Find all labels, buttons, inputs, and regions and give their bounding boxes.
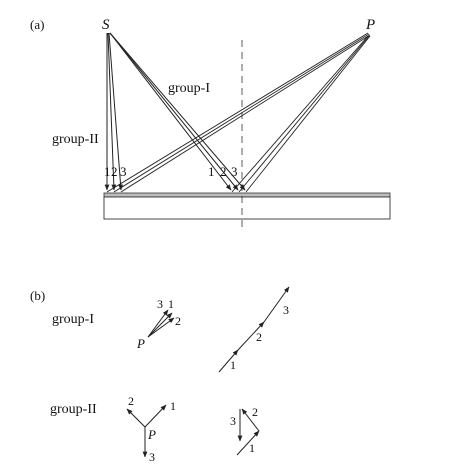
group-2-ray-number-1: 1 [104, 164, 111, 179]
group-1-fan-vector-1 [147, 312, 173, 338]
group-1-fan-vector-2 [147, 317, 175, 338]
group-2-scattered-ray-1 [106, 32, 369, 193]
group-2-ray-number-2: 2 [111, 164, 118, 179]
group-1-label-b: group-I [52, 312, 94, 327]
group-2-incident-ray-3 [108, 32, 123, 191]
group-2-ray-number-3: 3 [120, 164, 127, 179]
group-2-star-number-1: 1 [170, 399, 176, 413]
group-1-sum-number-1: 1 [230, 358, 236, 372]
panel-b-label: (b) [30, 288, 45, 303]
group-1-scattered-ray-2 [238, 35, 370, 193]
group-1-scattered-ray-3 [245, 35, 371, 193]
group-2-star-number-2: 2 [128, 394, 134, 408]
group-2-star-vector-2 [126, 408, 146, 428]
group-2-polygon-vector-2 [241, 408, 260, 432]
group-1-sum-vector-3 [263, 286, 290, 323]
group-1-incident-ray-1 [109, 32, 232, 191]
group-2-label-a: group-II [52, 132, 99, 147]
group-2-point-p: P [147, 427, 156, 442]
group-2-scattered-ray-3 [120, 34, 371, 193]
group-1-label-a: group-I [168, 81, 210, 96]
group-1-ray-number-2: 2 [220, 164, 227, 179]
group-1-incident-ray-2 [109, 32, 239, 191]
group-2-polygon-vector-1 [236, 430, 260, 456]
group-2-label-b: group-II [50, 402, 97, 417]
group-1-ray-number-3: 3 [231, 164, 238, 179]
group-1-sum-number-2: 2 [256, 330, 262, 344]
group-1-fan-number-3: 3 [157, 297, 163, 311]
group-1-sum-vector-2 [237, 321, 265, 351]
group-1-sum-number-3: 3 [283, 303, 289, 317]
group-2-star-number-3: 3 [149, 450, 155, 464]
group-1-sum-vector-1 [218, 349, 239, 373]
group-2-incident-ray-2 [107, 32, 117, 191]
source-s-label: S [102, 17, 110, 33]
detector-p-label: P [365, 17, 375, 33]
group-2-scattered-ray-2 [113, 33, 370, 193]
group-1-fan-vector-3 [147, 309, 169, 338]
group-1-fan-number-1: 1 [168, 297, 174, 311]
panel-a-label: (a) [30, 17, 44, 32]
group-2-star-vector-1 [144, 404, 167, 428]
group-2-polygon-number-2: 2 [252, 405, 258, 419]
group-1-fan-number-2: 2 [175, 314, 181, 328]
group-1-scattered-ray-1 [231, 35, 369, 193]
group-1-ray-number-1: 1 [208, 164, 215, 179]
sample-surface-layer [103, 192, 391, 198]
sample-substrate [103, 196, 391, 220]
group-1-point-p: P [136, 336, 145, 351]
group-2-polygon-number-3: 3 [230, 414, 236, 428]
group-2-polygon-number-1: 1 [249, 441, 255, 455]
group-1-incident-ray-3 [109, 32, 246, 191]
